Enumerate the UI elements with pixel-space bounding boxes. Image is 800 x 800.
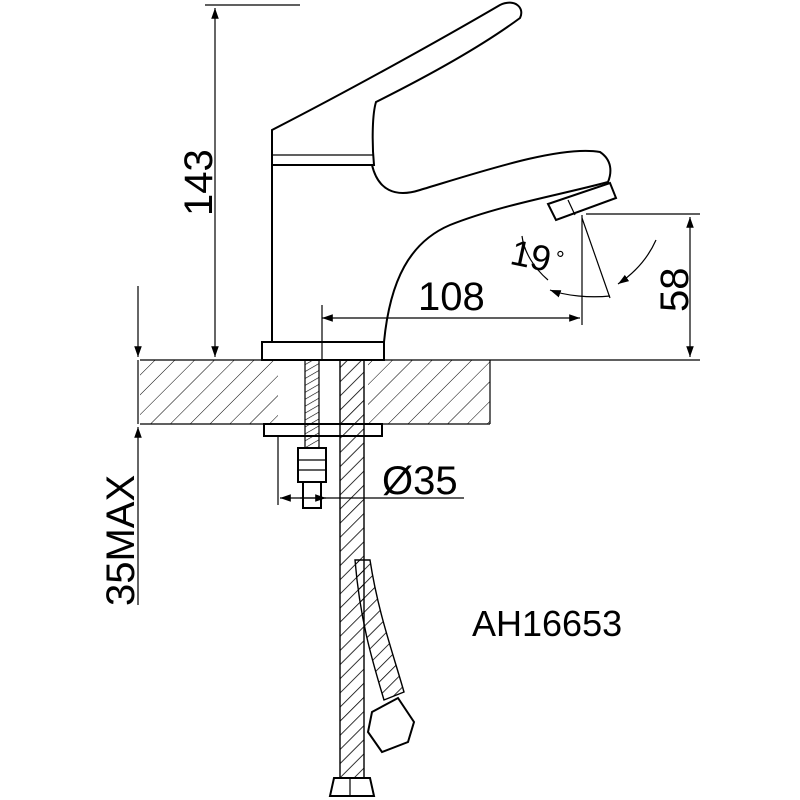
total-height-label: 143 bbox=[177, 149, 221, 216]
spout-height-label: 58 bbox=[653, 268, 697, 313]
mounting-assembly bbox=[263, 359, 416, 797]
faucet-body bbox=[261, 1, 618, 361]
spout-reach-label: 108 bbox=[418, 275, 485, 319]
max-thickness-label: 35MAX bbox=[99, 475, 143, 606]
countertop bbox=[140, 359, 700, 425]
model-number: AH16653 bbox=[472, 603, 622, 644]
dimension-spout-reach: 108 bbox=[321, 215, 583, 360]
hole-diameter-label: Ø35 bbox=[382, 459, 458, 503]
dimension-hole-diameter: Ø35 bbox=[277, 436, 464, 505]
angle-label: 19° bbox=[507, 231, 567, 282]
dimension-total-height: 143 bbox=[177, 4, 300, 357]
dimension-spout-height: 58 bbox=[586, 213, 700, 357]
dimension-max-thickness: 35MAX bbox=[99, 286, 143, 606]
